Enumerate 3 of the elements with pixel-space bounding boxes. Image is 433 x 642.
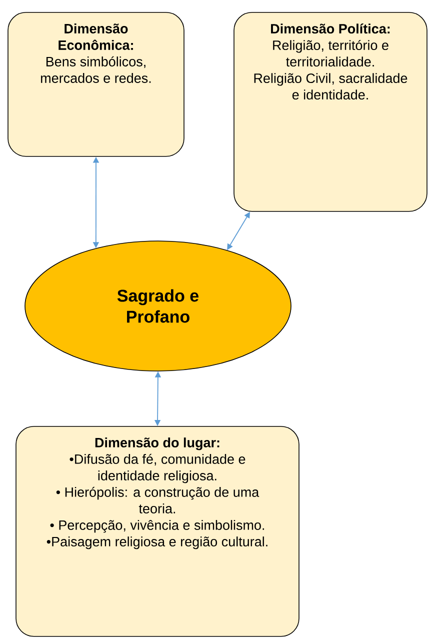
text-box: Dimensão Econômica: Bens simbólicos, mercados e redes. bbox=[8, 12, 184, 157]
text-box: Dimensão Política: Religião, território e territorialidade. Religião Civil, sacralidade e identidade. bbox=[234, 12, 428, 212]
text-box: Dimensão do lugar: •Difusão da fé, comunidade e identidade religiosa. • Hierópolis: a construção de uma teoria. • Percepção, vivência e simbolismo. •Paisagem religiosa e região cultural. bbox=[16, 426, 300, 637]
